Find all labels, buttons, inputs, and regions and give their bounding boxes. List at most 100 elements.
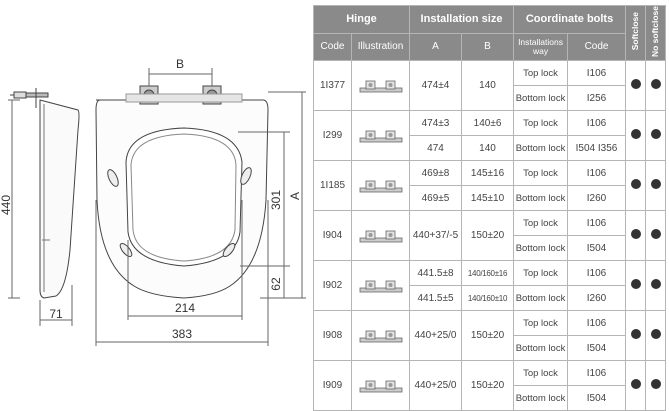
hinge-illustration-icon	[359, 280, 402, 292]
bolt-code: I504 I356	[567, 135, 627, 162]
softclose-cell	[625, 360, 647, 411]
bolt-code: I106	[567, 210, 627, 237]
softclose-cell	[625, 60, 647, 112]
hinge-illustration-icon	[359, 380, 402, 392]
softclose-cell	[625, 110, 647, 162]
a-header: A	[409, 32, 462, 62]
no-softclose-cell	[645, 260, 667, 312]
hinge-illustration	[351, 310, 410, 362]
filled-dot-icon	[650, 279, 661, 290]
size-a: 469±5	[409, 185, 462, 212]
size-a: 474	[409, 135, 462, 162]
bolt-code: I106	[567, 260, 627, 287]
size-a: 440+25/0	[409, 310, 462, 362]
installation-way: Bottom lock	[513, 285, 569, 312]
filled-dot-icon	[650, 179, 661, 190]
bolt-code: I504	[567, 385, 627, 411]
size-b: 140	[460, 135, 515, 162]
installation-way-header: Installations way	[513, 32, 569, 62]
filled-dot-icon	[650, 79, 661, 90]
hinge-illustration-icon	[359, 180, 402, 192]
filled-dot-icon	[650, 379, 661, 390]
size-b: 140	[460, 60, 515, 112]
size-a: 469±8	[409, 160, 462, 187]
installation-way: Bottom lock	[513, 335, 569, 362]
bolt-code: I260	[567, 285, 627, 312]
illustration-header: Illustration	[351, 32, 410, 62]
dim-383-label: 383	[172, 327, 192, 341]
size-b: 150±20	[460, 360, 515, 411]
dim-b-label: B	[176, 57, 184, 71]
hinge-illustration	[351, 60, 410, 112]
hinge-code: I902	[313, 260, 352, 312]
size-a: 441.5±8	[409, 260, 462, 287]
bolt-code: I106	[567, 110, 627, 137]
side-view	[10, 88, 80, 299]
size-b: 145±16	[460, 160, 515, 187]
hinge-illustration	[351, 360, 410, 411]
hinge-header: Hinge	[313, 5, 410, 34]
hinge-code: I904	[313, 210, 352, 262]
bolt-code: I256	[567, 85, 627, 112]
dim-62-label: 62	[269, 277, 283, 291]
installation-way: Top lock	[513, 160, 569, 187]
no-softclose-cell	[645, 210, 667, 262]
dim-301-label: 301	[269, 190, 283, 210]
bolt-code-header: Code	[567, 32, 627, 62]
front-view	[95, 85, 269, 299]
hinge-illustration	[351, 110, 410, 162]
size-a: 440+25/0	[409, 360, 462, 411]
bolt-code: I504	[567, 235, 627, 262]
hinge-code: I299	[313, 110, 352, 162]
hinge-code: 1I185	[313, 160, 352, 212]
filled-dot-icon	[650, 329, 661, 340]
hinge-illustration-icon	[359, 80, 402, 92]
softclose-cell	[625, 260, 647, 312]
size-a: 474±4	[409, 60, 462, 112]
hinge-illustration-icon	[359, 130, 402, 142]
dim-214-label: 214	[175, 301, 195, 315]
hinge-code: 1I377	[313, 60, 352, 112]
spec-table: Hinge Installation size Coordinate bolts…	[313, 4, 667, 411]
size-b: 140/160±10	[460, 285, 515, 312]
dim-71-label: 71	[49, 307, 63, 321]
size-a: 474±3	[409, 110, 462, 137]
installation-way: Top lock	[513, 110, 569, 137]
bolt-code: I504	[567, 335, 627, 362]
size-b: 140±6	[460, 110, 515, 137]
no-softclose-cell	[645, 310, 667, 362]
softclose-header: Softclose	[625, 4, 647, 62]
size-b: 150±20	[460, 210, 515, 262]
filled-dot-icon	[650, 229, 661, 240]
installation-way: Bottom lock	[513, 235, 569, 262]
no-softclose-header: No softclose	[645, 4, 667, 62]
installation-way: Top lock	[513, 210, 569, 237]
size-b: 145±10	[460, 185, 515, 212]
no-softclose-cell	[645, 60, 667, 112]
bolt-code: I106	[567, 60, 627, 87]
installation-way: Top lock	[513, 260, 569, 287]
dim-440-label: 440	[0, 195, 13, 215]
no-softclose-cell	[645, 160, 667, 212]
installation-way: Bottom lock	[513, 385, 569, 411]
filled-dot-icon	[630, 79, 641, 90]
filled-dot-icon	[630, 329, 641, 340]
installation-way: Top lock	[513, 310, 569, 337]
hinge-illustration	[351, 210, 410, 262]
size-b: 140/160±16	[460, 260, 515, 287]
softclose-cell	[625, 160, 647, 212]
no-softclose-cell	[645, 360, 667, 411]
installation-way: Bottom lock	[513, 85, 569, 112]
hinge-code: I909	[313, 360, 352, 411]
no-softclose-cell	[645, 110, 667, 162]
size-b: 150±20	[460, 310, 515, 362]
softclose-cell	[625, 310, 647, 362]
